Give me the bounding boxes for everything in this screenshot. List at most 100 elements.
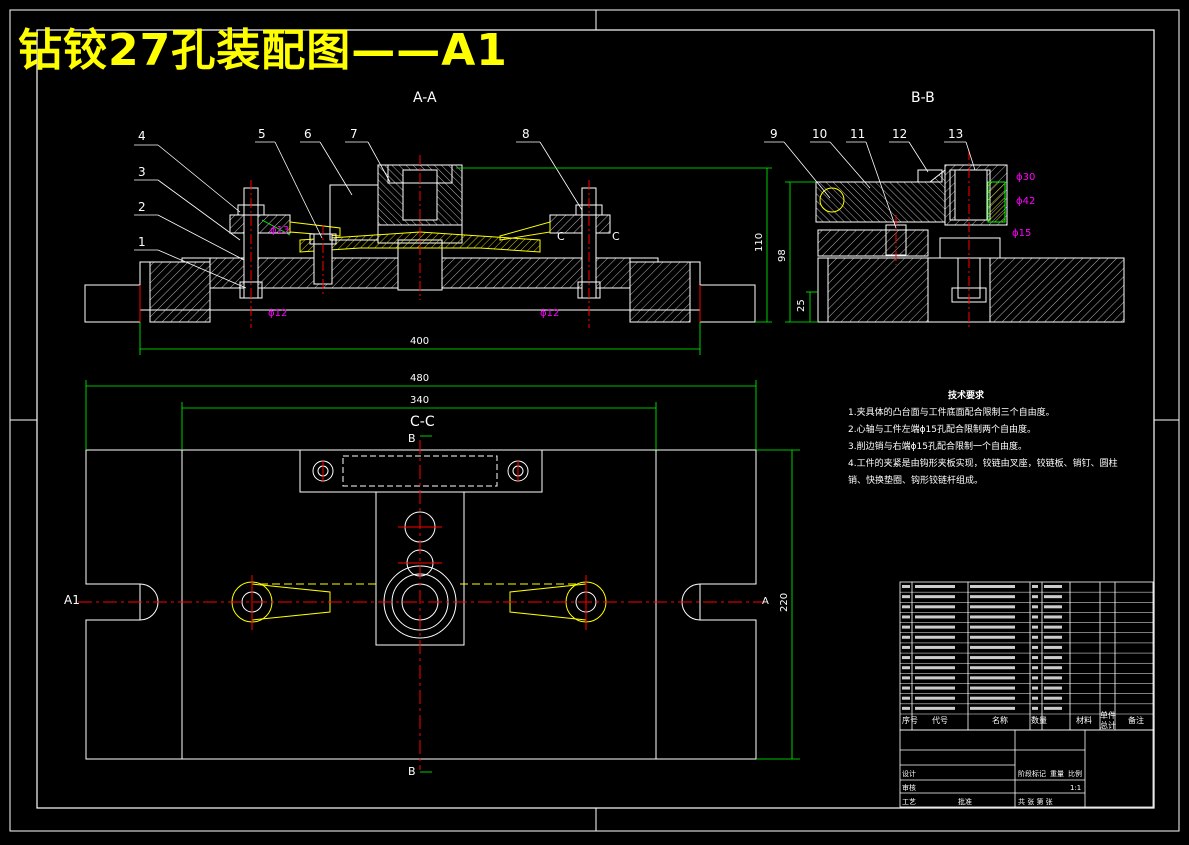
bom-cell-text xyxy=(1032,595,1038,599)
section-c-c xyxy=(78,440,766,770)
bom-cell-text xyxy=(970,635,1015,639)
bom-cell-text xyxy=(915,625,955,629)
dims-c-c xyxy=(85,380,800,773)
tb-sheets: 共 张 第 张 xyxy=(1018,797,1053,806)
bom-cell-text xyxy=(1044,656,1062,660)
balloon-10: 10 xyxy=(812,127,827,141)
drawing-title: 钻铰27孔装配图——A1 xyxy=(18,25,508,76)
bom-cell-text xyxy=(1044,605,1062,609)
bom-cell-text xyxy=(1044,595,1062,599)
bom-cell-text xyxy=(902,625,910,629)
bom-header-unit: 单件 xyxy=(1100,710,1116,720)
dims-b-b xyxy=(785,181,818,323)
bom-cell-text xyxy=(1032,625,1038,629)
cut-label-a: A xyxy=(762,596,769,607)
tb-design: 设计 xyxy=(902,769,916,778)
bom-cell-text xyxy=(1032,706,1038,710)
bom-cell-text xyxy=(902,706,910,710)
dim-phi42: ϕ42 xyxy=(1016,196,1035,207)
bom-row-lines xyxy=(900,591,1153,715)
balloon-5: 5 xyxy=(258,127,266,141)
dims-a-a xyxy=(139,167,772,355)
bom-cell-text xyxy=(915,676,955,680)
bom-header-qty: 数量 xyxy=(1031,715,1047,725)
tb-scale: 比例 xyxy=(1068,769,1082,778)
bom-cell-text xyxy=(915,585,955,588)
tb-check: 审核 xyxy=(902,783,916,792)
balloon-4: 4 xyxy=(138,129,146,143)
cut-label-a1: A1 xyxy=(64,593,80,607)
bom-cell-text xyxy=(1032,645,1038,649)
tb-craft: 工艺 xyxy=(902,798,916,806)
bom-cell-text xyxy=(1044,676,1062,680)
bom-header-labels: 序号 代号 名称 数量 材料 单件 总计 备注 xyxy=(902,710,1144,730)
dim-220: 220 xyxy=(779,593,790,612)
bom-header-remark: 备注 xyxy=(1128,715,1144,725)
bom-row-marks xyxy=(902,585,1062,710)
bom-cell-text xyxy=(1044,686,1062,690)
bom-header-material: 材料 xyxy=(1076,715,1092,725)
leaders-b-b xyxy=(764,141,976,229)
bom-cell-text xyxy=(1044,645,1062,649)
leaders-a-a xyxy=(134,141,583,289)
bom-cell-text xyxy=(1032,676,1038,680)
bom-cell-text xyxy=(902,605,910,609)
bom-cell-text xyxy=(915,686,955,690)
bom-cell-text xyxy=(915,615,955,619)
balloon-13: 13 xyxy=(948,127,963,141)
bom-cell-text xyxy=(902,635,910,639)
tech-req-item: 2.心轴与工件左端ϕ15孔配合限制两个自由度。 xyxy=(848,425,1036,435)
section-a-a-label: A-A xyxy=(413,90,437,106)
dim-480: 480 xyxy=(410,373,429,384)
bom-cell-text xyxy=(970,696,1015,700)
view-labels: A-A B-B C-C A1 A B B C C xyxy=(64,90,935,778)
dimension-labels: 400 480 340 110 98 25 220 ϕ12 ϕ12 ϕ13 ϕ3… xyxy=(268,172,1035,612)
section-a-a xyxy=(84,155,756,328)
bom-header-code: 代号 xyxy=(932,715,948,725)
bom-cell-text xyxy=(970,686,1015,690)
dim-phi30: ϕ30 xyxy=(1016,172,1035,183)
bom-cell-text xyxy=(902,615,910,619)
dim-25: 25 xyxy=(796,299,807,312)
dim-340: 340 xyxy=(410,395,429,406)
bom-cell-text xyxy=(970,595,1015,599)
bom-cell-text xyxy=(915,656,955,660)
tb-weight: 重量 xyxy=(1050,770,1064,778)
tech-req-heading: 技术要求 xyxy=(948,391,985,401)
bom-cell-text xyxy=(902,585,910,588)
bom-cell-text xyxy=(1032,615,1038,619)
bom-cell-text xyxy=(970,676,1015,680)
dim-98: 98 xyxy=(777,249,788,262)
dim-110: 110 xyxy=(754,233,765,252)
sheet-frame xyxy=(9,9,1180,832)
bom-cell-text xyxy=(970,605,1015,609)
balloon-labels: 4 3 2 1 5 6 7 8 9 10 11 12 13 xyxy=(138,127,963,249)
bom-header-name: 名称 xyxy=(992,715,1008,725)
cut-label-c-right: C xyxy=(612,230,620,243)
bom-cell-text xyxy=(1032,656,1038,660)
bom-cell-text xyxy=(970,656,1015,660)
balloon-1: 1 xyxy=(138,235,146,249)
dim-phi13: ϕ13 xyxy=(270,225,289,236)
bom-cell-text xyxy=(1032,696,1038,700)
section-b-b-label: B-B xyxy=(911,90,935,106)
cut-label-b-top: B xyxy=(408,432,416,445)
section-b-b xyxy=(815,150,1125,330)
tb-scale-value: 1:1 xyxy=(1070,784,1081,792)
tech-req-item: 3.削边销与右端ϕ15孔配合限制一个自由度。 xyxy=(848,442,1027,452)
balloon-7: 7 xyxy=(350,127,358,141)
title-block-labels: 设计 审核 工艺 批准 阶段标记 重量 比例 1:1 共 张 第 张 xyxy=(902,769,1082,806)
bom-cell-text xyxy=(1044,696,1062,700)
bom-cell-text xyxy=(915,635,955,639)
bom-cell-text xyxy=(902,666,910,670)
bom-header-no: 序号 xyxy=(902,715,918,725)
bom-cell-text xyxy=(1044,585,1062,588)
bom-cell-text xyxy=(1032,635,1038,639)
bom-header-total: 总计 xyxy=(1100,720,1116,730)
bom-cell-text xyxy=(902,696,910,700)
bom-cell-text xyxy=(902,686,910,690)
bom-cell-text xyxy=(970,625,1015,629)
bom-cell-text xyxy=(915,706,955,710)
cut-label-c-left: C xyxy=(557,230,565,243)
